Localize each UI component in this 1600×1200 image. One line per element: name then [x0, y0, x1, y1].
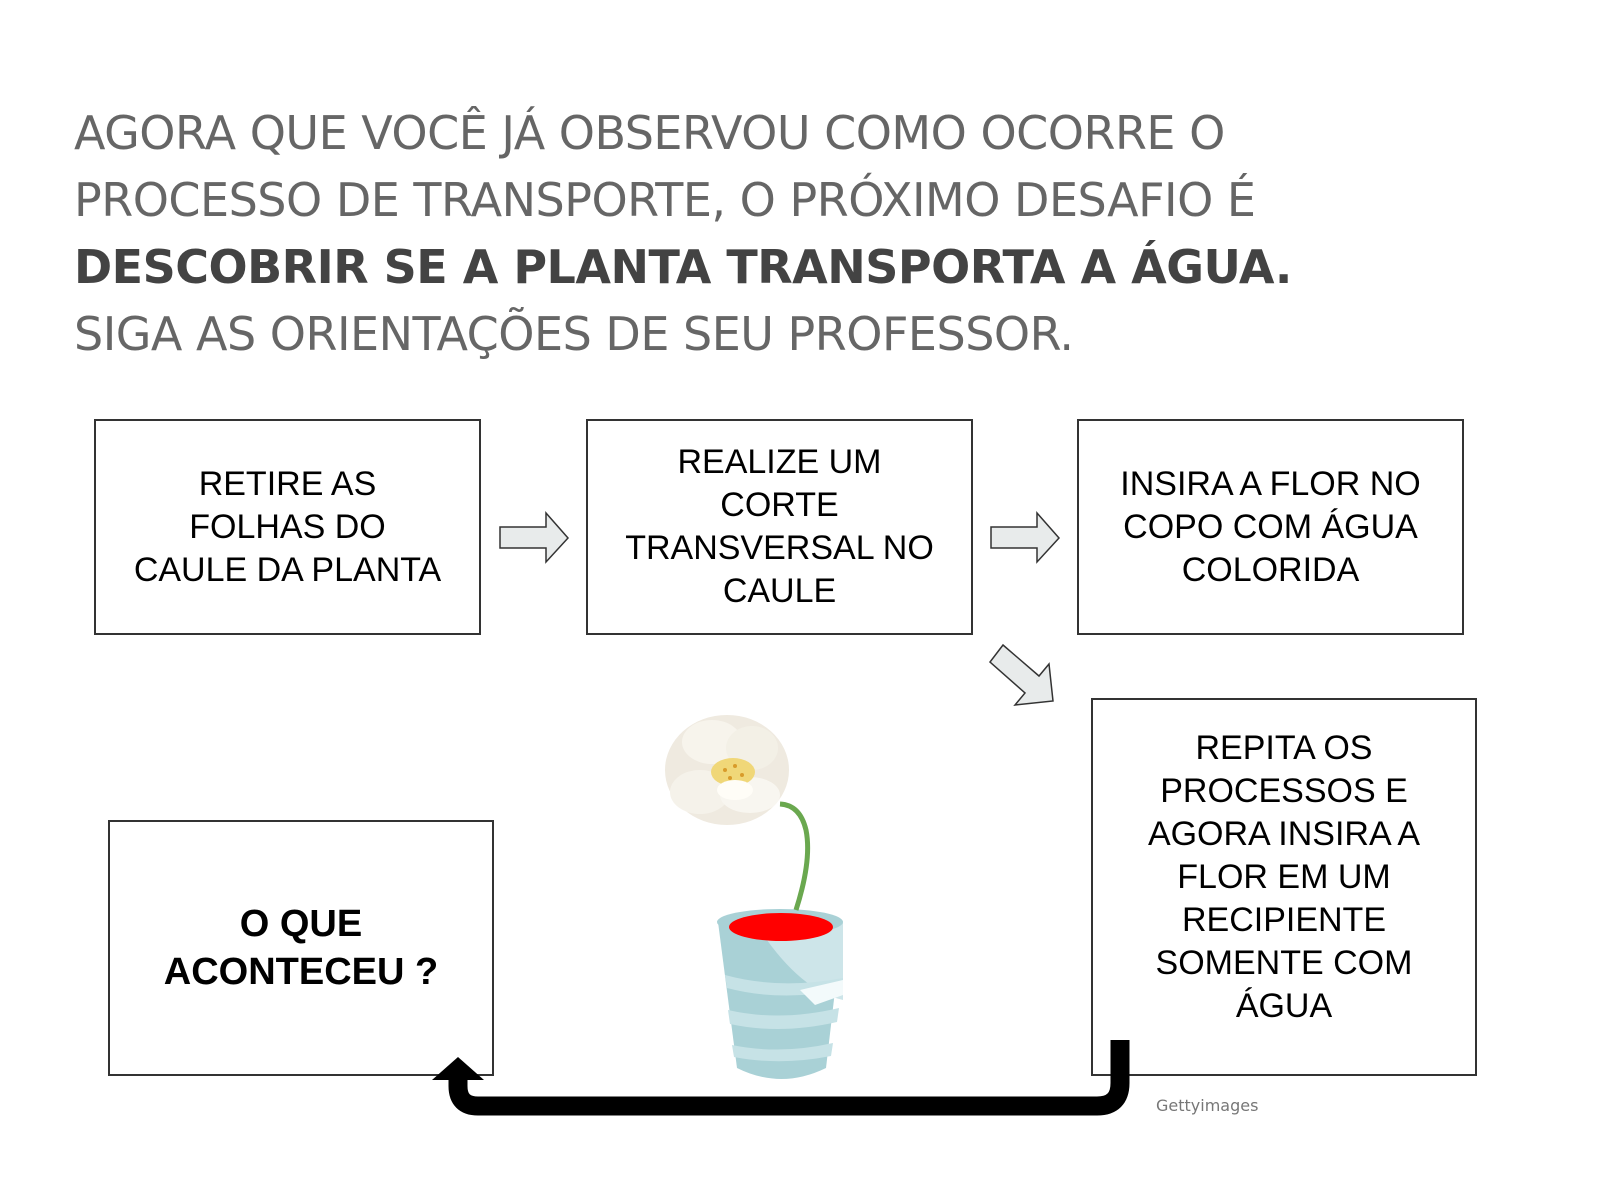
step-3-box: INSIRA A FLOR NO COPO COM ÁGUA COLORIDA — [1077, 419, 1464, 635]
step-4-box: REPITA OS PROCESSOS E AGORA INSIRA A FLO… — [1091, 698, 1477, 1076]
result-question-box: O QUE ACONTECEU ? — [108, 820, 494, 1076]
arrow-diagonal-icon — [988, 643, 1054, 706]
step-1-text: RETIRE AS FOLHAS DO CAULE DA PLANTA — [133, 464, 442, 589]
result-question-text: O QUE ACONTECEU ? — [163, 903, 439, 993]
connector-arrow-line — [448, 1040, 1130, 1116]
heading-line-4: SIGA AS ORIENTAÇÕES DE SEU PROFESSOR. — [74, 307, 1074, 361]
arrow-right-icon — [990, 511, 1061, 564]
flower-icon — [665, 715, 789, 825]
heading: AGORA QUE VOCÊ JÁ OBSERVOU COMO OCORRE O… — [74, 100, 1524, 368]
heading-line-1: AGORA QUE VOCÊ JÁ OBSERVOU COMO OCORRE O — [74, 106, 1225, 160]
heading-line-3-bold: DESCOBRIR SE A PLANTA TRANSPORTA A ÁGUA. — [74, 240, 1292, 294]
stem — [779, 801, 811, 911]
flower-in-cup-illustration — [665, 715, 843, 1079]
colored-water-icon — [729, 913, 833, 941]
heading-line-2: PROCESSO DE TRANSPORTE, O PRÓXIMO DESAFI… — [74, 173, 1256, 227]
step-4-text: REPITA OS PROCESSOS E AGORA INSIRA A FLO… — [1147, 728, 1421, 1025]
image-credit: Gettyimages — [1156, 1096, 1259, 1115]
arrow-up-head-icon — [432, 1057, 484, 1080]
arrow-right-icon — [499, 511, 570, 564]
step-2-text: REALIZE UM CORTE TRANSVERSAL NO CAULE — [625, 443, 934, 610]
step-2-box: REALIZE UM CORTE TRANSVERSAL NO CAULE — [586, 419, 973, 635]
step-1-box: RETIRE AS FOLHAS DO CAULE DA PLANTA — [94, 419, 481, 635]
step-3-text: INSIRA A FLOR NO COPO COM ÁGUA COLORIDA — [1120, 464, 1421, 589]
